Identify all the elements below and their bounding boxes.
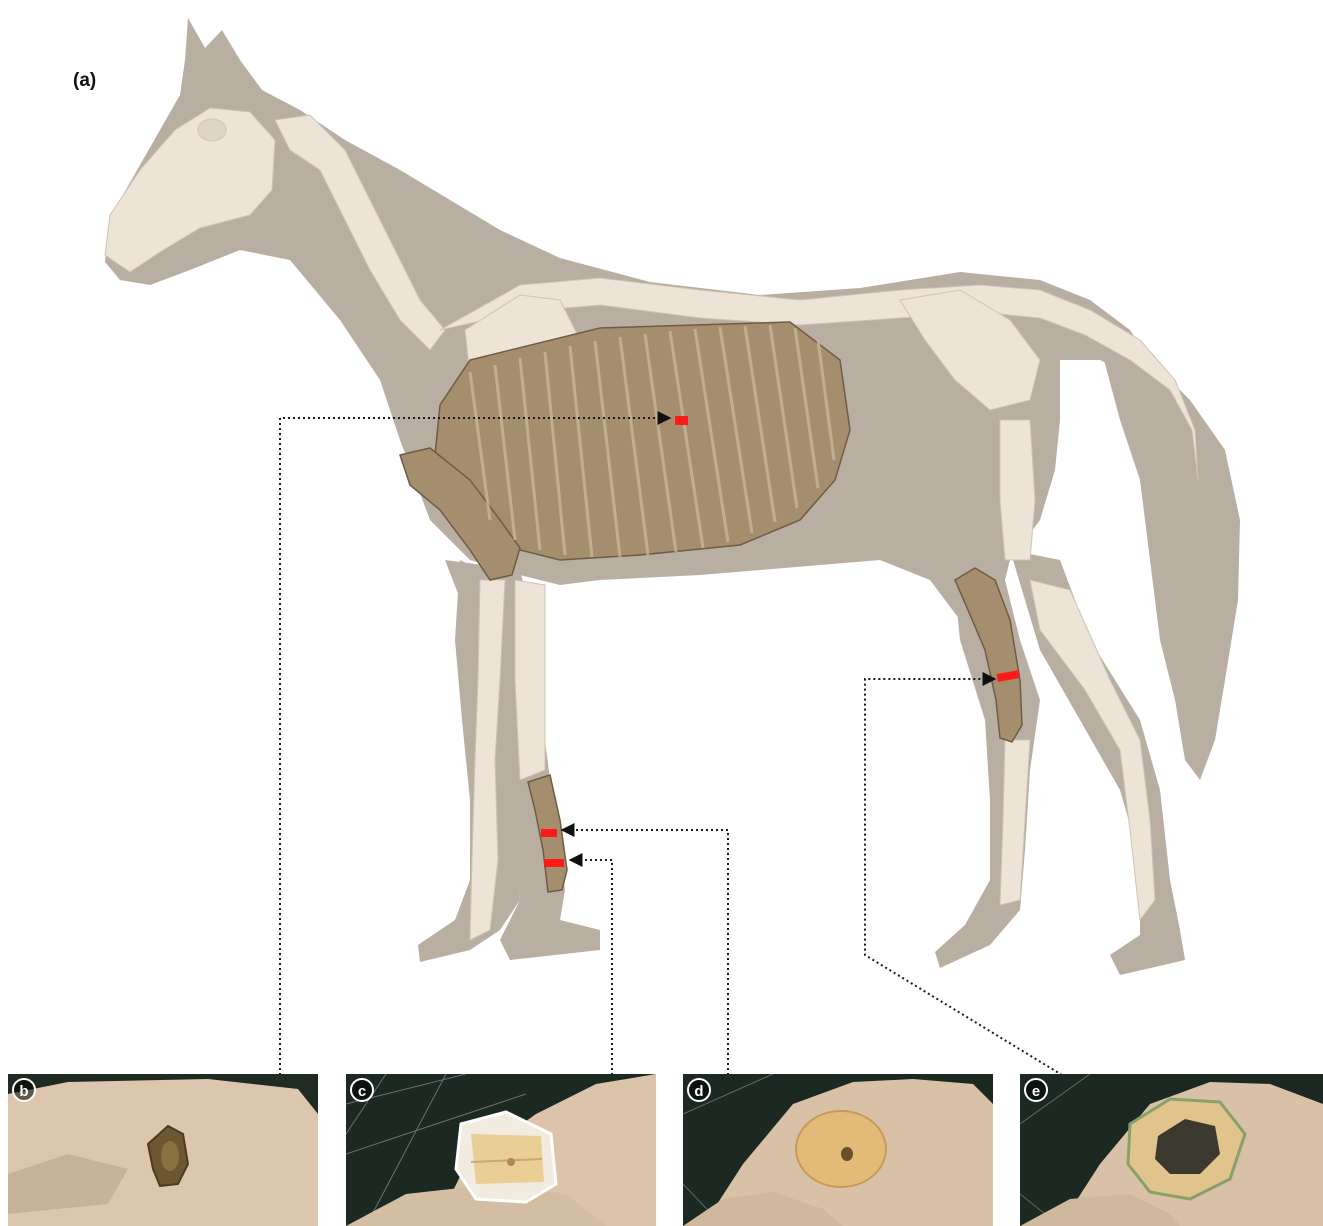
photo-d-image [683, 1074, 993, 1226]
photo-b-label: b [12, 1078, 36, 1102]
photo-panel-b: b [8, 1074, 318, 1226]
photo-panel-e: e [1020, 1074, 1323, 1226]
photo-e-image [1020, 1074, 1323, 1226]
leader-line-d [562, 830, 728, 1075]
section-marker-metacarpus-proximal [541, 829, 557, 837]
panel-a-label: (a) [73, 70, 96, 92]
photo-b-image [8, 1074, 318, 1226]
photo-d-label: d [687, 1078, 711, 1102]
photo-c-image [346, 1074, 656, 1226]
leader-line-c [570, 860, 612, 1075]
photo-c-label: c [350, 1078, 374, 1102]
photo-panel-d: d [683, 1074, 993, 1226]
section-marker-rib [675, 416, 688, 425]
photo-panel-c: c [346, 1074, 656, 1226]
photo-e-label: e [1024, 1078, 1048, 1102]
section-marker-metacarpus-distal [544, 859, 564, 867]
